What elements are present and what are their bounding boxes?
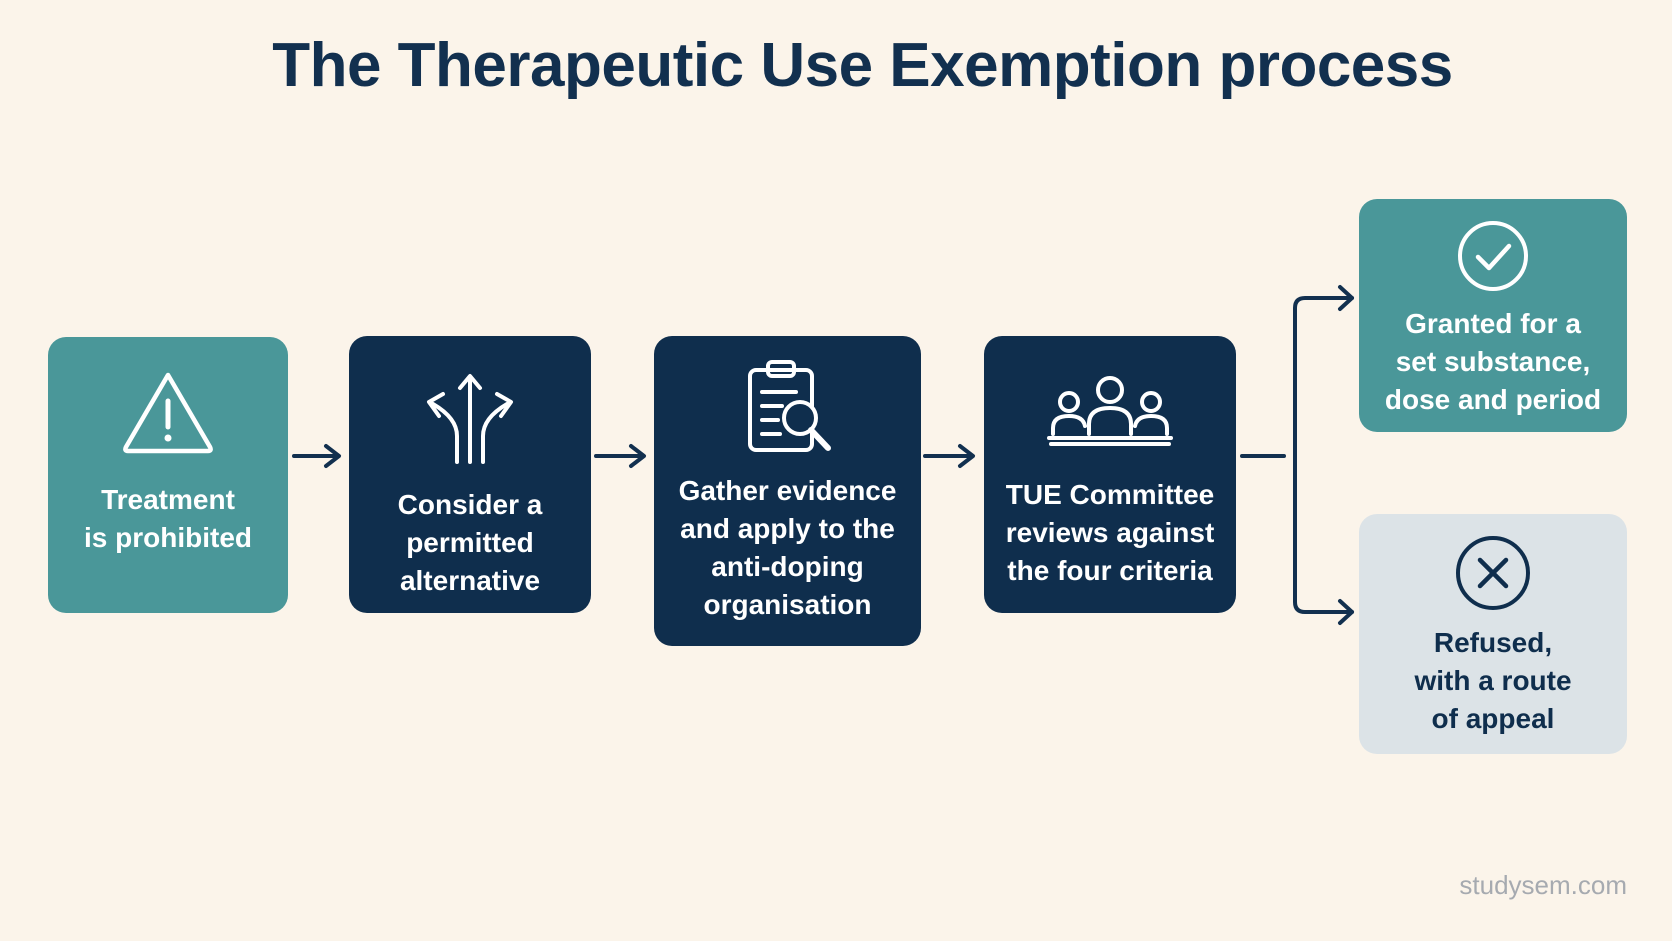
check-circle-icon xyxy=(1458,221,1528,291)
outcome-refused: Refused, with a route of appeal xyxy=(1359,514,1627,754)
arrow-step1-to-step2 xyxy=(292,444,341,468)
diagram-title: The Therapeutic Use Exemption process xyxy=(272,31,1453,100)
outcome-label: Granted for a set substance, dose and pe… xyxy=(1384,308,1602,415)
arrow-step3-to-step4 xyxy=(923,444,975,468)
clipboard-search-icon xyxy=(747,360,831,452)
watermark: studysem.com xyxy=(1459,870,1627,900)
branch-connector xyxy=(1240,285,1354,625)
step-tue-committee: TUE Committee reviews against the four c… xyxy=(984,336,1236,613)
step-label: Consider a permitted alternative xyxy=(397,489,543,596)
x-circle-icon xyxy=(1456,536,1530,610)
committee-people-icon xyxy=(1047,376,1173,446)
warning-icon xyxy=(123,372,213,454)
step-label: TUE Committee reviews against the four c… xyxy=(1005,479,1215,586)
arrow-step2-to-step3 xyxy=(594,444,646,468)
step-gather-evidence: Gather evidence and apply to the anti-do… xyxy=(654,336,921,646)
branching-arrows-icon xyxy=(427,374,513,464)
step-label: Gather evidence and apply to the anti-do… xyxy=(678,475,897,620)
step-label: Treatment is prohibited xyxy=(84,484,252,553)
step-consider-alternative: Consider a permitted alternative xyxy=(349,336,591,613)
step-treatment-prohibited: Treatment is prohibited xyxy=(48,337,288,613)
outcome-label: Refused, with a route of appeal xyxy=(1414,627,1572,734)
outcome-granted: Granted for a set substance, dose and pe… xyxy=(1359,199,1627,432)
